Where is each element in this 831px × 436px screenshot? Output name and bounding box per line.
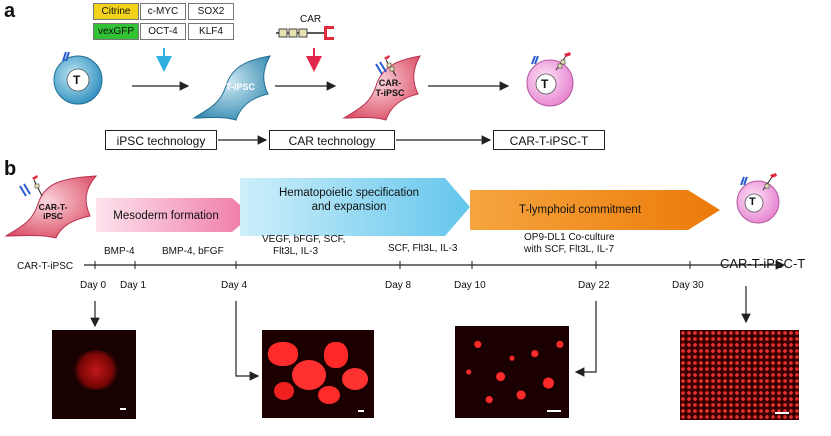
gene-klf4: KLF4 xyxy=(188,23,234,40)
gene-citrine: Citrine xyxy=(93,3,139,20)
gene-oct4: OCT-4 xyxy=(140,23,186,40)
start-cell-label: CAR-T-iPSC xyxy=(38,202,68,221)
note-vegf-2: Flt3L, IL-3 xyxy=(273,246,319,257)
t-cell-label: T xyxy=(73,73,81,87)
note-op9-1: OP9-DL1 Co-culture xyxy=(524,232,615,243)
gene-cmyc: c-MYC xyxy=(140,3,186,20)
day-label: Day 22 xyxy=(578,280,610,291)
micrograph-day22 xyxy=(455,326,569,418)
hematopoietic-label-2: and expansion xyxy=(311,201,387,213)
hematopoietic-arrow xyxy=(240,178,470,236)
end-car-t-cell-icon xyxy=(736,173,780,224)
car-t-ipsc-icon xyxy=(342,55,421,121)
note-vegf-1: VEGF, bFGF, SCF, xyxy=(262,234,346,245)
t-cell-icon xyxy=(53,51,103,105)
result-label: CAR-T-iPSC-T xyxy=(720,256,806,271)
day-label: Day 0 xyxy=(80,280,107,291)
ipsc-technology-box: iPSC technology xyxy=(105,130,217,150)
mesoderm-label: Mesoderm formation xyxy=(113,210,219,222)
mesoderm-arrow xyxy=(96,198,252,232)
micrograph-day4 xyxy=(262,330,374,418)
car-t-ipsc-t-box: CAR-T-iPSC-T xyxy=(493,130,605,150)
start-label: CAR-T-iPSC xyxy=(17,261,74,272)
day-label: Day 30 xyxy=(672,280,704,291)
note-scf: SCF, Flt3L, IL-3 xyxy=(388,243,458,254)
note-op9-2: with SCF, Flt3L, IL-7 xyxy=(524,244,615,255)
gene-vexgfp: vexGFP xyxy=(93,23,139,40)
micrograph-day30 xyxy=(680,330,799,420)
micrograph-day0 xyxy=(52,330,136,419)
day-label: Day 10 xyxy=(454,280,486,291)
car-label: CAR xyxy=(300,14,322,25)
note-bmp4-bfgf: BMP-4, bFGF xyxy=(162,246,224,257)
hematopoietic-label-1: Hematopoietic specification xyxy=(279,187,419,199)
day-label: Day 1 xyxy=(120,280,147,291)
day-label: Day 4 xyxy=(221,280,248,291)
end-cell-label: T xyxy=(749,196,756,208)
start-car-t-ipsc-icon xyxy=(4,175,98,239)
car-t-ipsc-label: CAR-T-iPSC xyxy=(375,78,405,98)
car-t-cell-icon xyxy=(526,52,574,107)
day-label: Day 8 xyxy=(385,280,412,291)
t-ipsc-icon xyxy=(192,55,271,121)
panel-a-label: a xyxy=(4,0,16,22)
car-technology-box: CAR technology xyxy=(269,130,395,150)
lymphoid-label: T-lymphoid commitment xyxy=(518,204,642,216)
t-ipsc-label: T-iPSC xyxy=(226,82,256,92)
lymphoid-arrow xyxy=(470,190,720,230)
car-t-cell-label: T xyxy=(541,77,549,91)
panel-b-label: b xyxy=(4,158,17,180)
car-construct xyxy=(276,26,334,40)
gene-sox2: SOX2 xyxy=(188,3,234,20)
note-bmp4: BMP-4 xyxy=(104,246,135,257)
